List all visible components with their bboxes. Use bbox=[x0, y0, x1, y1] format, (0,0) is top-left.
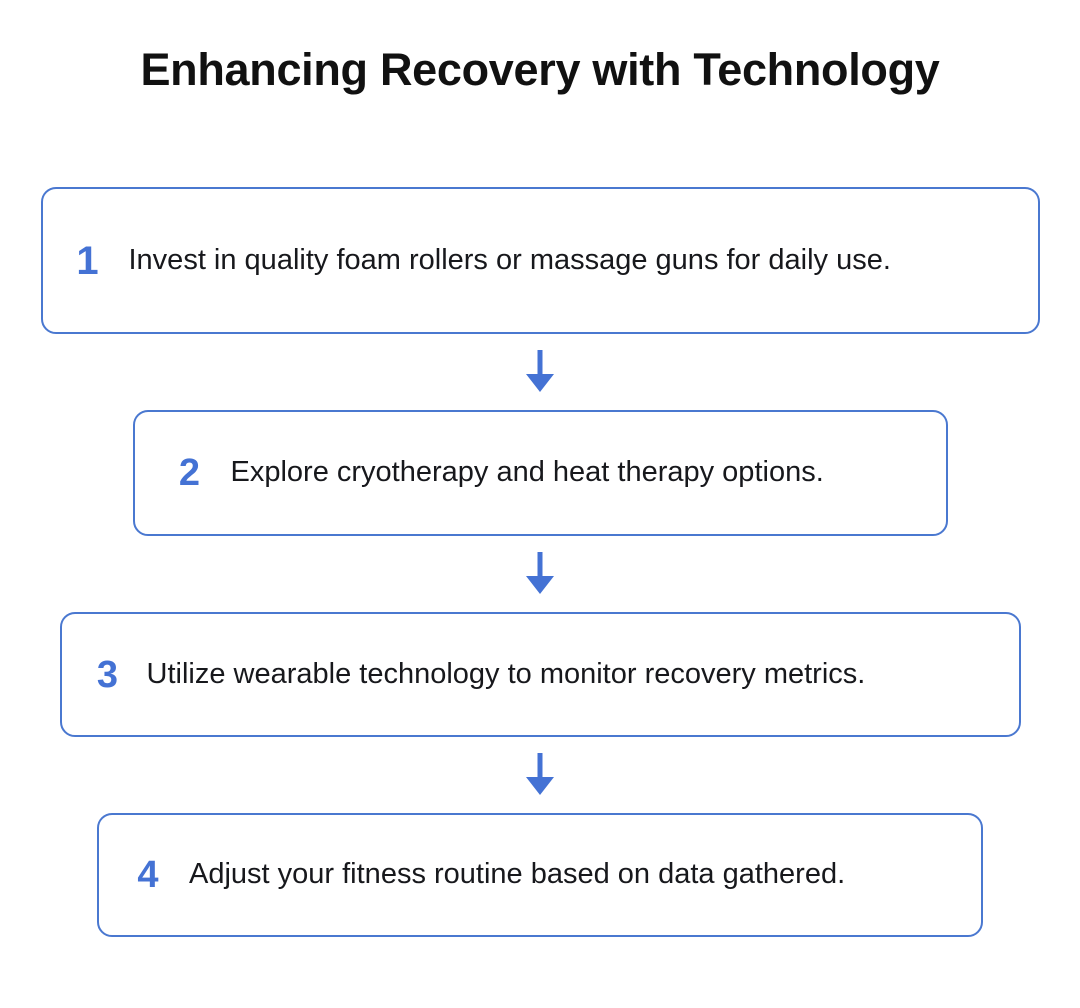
page-title: Enhancing Recovery with Technology bbox=[140, 44, 940, 95]
step-text-2: Explore cryotherapy and heat therapy opt… bbox=[230, 456, 824, 489]
step-box-1[interactable]: 1 Invest in quality foam rollers or mass… bbox=[40, 187, 1040, 334]
step-box-2[interactable]: 2 Explore cryotherapy and heat therapy o… bbox=[132, 410, 948, 536]
step-box-3[interactable]: 3 Utilize wearable technology to monitor… bbox=[59, 612, 1021, 737]
down-arrow-icon bbox=[520, 550, 560, 598]
step-box-4[interactable]: 4 Adjust your fitness routine based on d… bbox=[97, 813, 983, 937]
down-arrow-icon bbox=[520, 348, 560, 396]
step-text-4: Adjust your fitness routine based on dat… bbox=[189, 858, 846, 891]
step-number-2: 2 bbox=[178, 452, 201, 494]
step-number-3: 3 bbox=[96, 653, 119, 696]
connector-2-to-3 bbox=[0, 536, 1080, 612]
down-arrow-icon bbox=[520, 751, 560, 799]
step-text-1: Invest in quality foam rollers or massag… bbox=[128, 243, 891, 276]
step-text-3: Utilize wearable technology to monitor r… bbox=[146, 657, 866, 690]
connector-3-to-4 bbox=[0, 737, 1080, 813]
step-number-4: 4 bbox=[137, 854, 159, 896]
step-number-1: 1 bbox=[76, 238, 99, 283]
connector-1-to-2 bbox=[0, 334, 1080, 410]
step-flow: 1 Invest in quality foam rollers or mass… bbox=[0, 187, 1080, 937]
